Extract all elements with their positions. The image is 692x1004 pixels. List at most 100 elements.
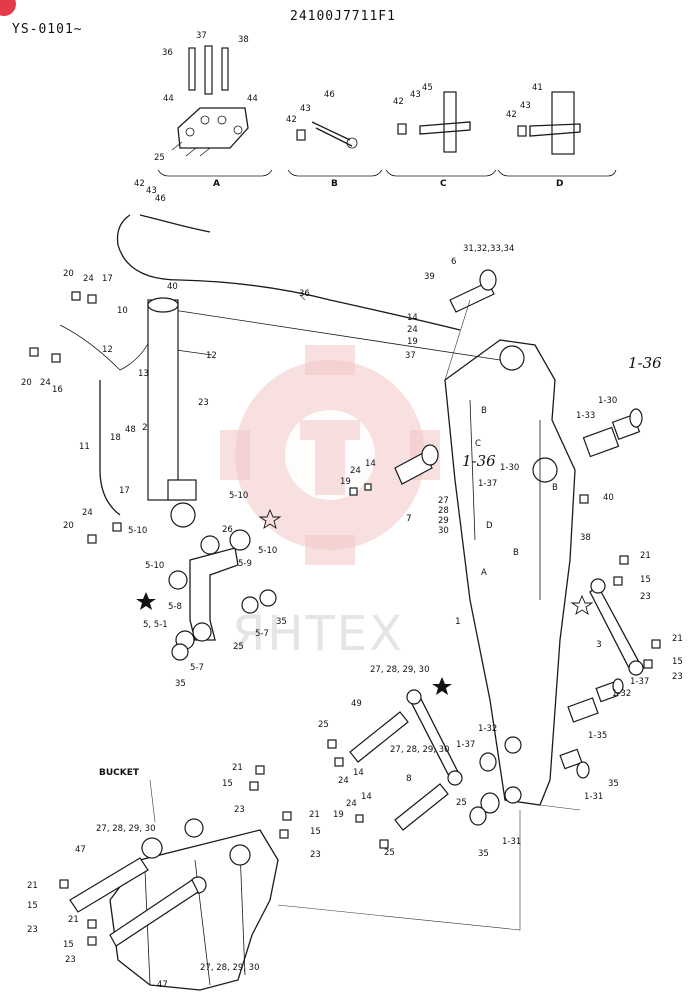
label: 35 bbox=[478, 849, 489, 859]
label: 12 bbox=[102, 345, 113, 355]
label: 21 bbox=[309, 810, 320, 820]
label: 5-9 bbox=[238, 559, 252, 569]
label: 20 bbox=[21, 378, 32, 388]
detail-section-b bbox=[287, 121, 383, 177]
label: 21 bbox=[27, 881, 38, 891]
label: 20 bbox=[63, 521, 74, 531]
label: 15 bbox=[27, 901, 38, 911]
section-c-label: C bbox=[440, 179, 447, 189]
label: 31,32,33,34 bbox=[463, 244, 514, 254]
label: 43 bbox=[520, 101, 531, 111]
section-d-label: D bbox=[556, 179, 563, 189]
bucket bbox=[69, 818, 279, 991]
label: 15 bbox=[222, 779, 233, 789]
label: 2 bbox=[142, 423, 148, 433]
label: 21 bbox=[640, 551, 651, 561]
label: 49 bbox=[351, 699, 362, 709]
label: 25 bbox=[233, 642, 244, 652]
label: 27, 28, 29, 30 bbox=[200, 963, 259, 973]
label: 28 bbox=[438, 506, 449, 516]
label: 24 bbox=[83, 274, 94, 284]
link-49-pin bbox=[349, 689, 463, 786]
label: 24 bbox=[350, 466, 361, 476]
leader-lines bbox=[149, 294, 581, 931]
label: 1-31 bbox=[584, 792, 603, 802]
label: 17 bbox=[102, 274, 113, 284]
label: 1-32 bbox=[478, 724, 497, 734]
label: 37 bbox=[196, 31, 207, 41]
label: 11 bbox=[79, 442, 90, 452]
label: 18 bbox=[110, 433, 121, 443]
corner-badge bbox=[0, 0, 16, 16]
label: 24 bbox=[338, 776, 349, 786]
label: 1-31 bbox=[502, 837, 521, 847]
label: 24 bbox=[346, 799, 357, 809]
fasteners bbox=[29, 291, 661, 946]
hydraulic-hoses bbox=[59, 214, 501, 516]
label: 15 bbox=[640, 575, 651, 585]
label: 24 bbox=[407, 325, 418, 335]
label: 27, 28, 29, 30 bbox=[370, 665, 429, 675]
label: 38 bbox=[238, 35, 249, 45]
label: 37 bbox=[405, 351, 416, 361]
label: 3 bbox=[596, 640, 602, 650]
label: 29 bbox=[438, 516, 449, 526]
label: 5-10 bbox=[258, 546, 277, 556]
label: 40 bbox=[167, 282, 178, 292]
detail-section-a bbox=[157, 45, 273, 177]
label: 47 bbox=[75, 845, 86, 855]
label: 36 bbox=[162, 48, 173, 58]
label: 25 bbox=[318, 720, 329, 730]
label: 46 bbox=[324, 90, 335, 100]
label: A bbox=[481, 568, 487, 578]
handwritten-note: 1-36 bbox=[462, 452, 496, 470]
label: 20 bbox=[63, 269, 74, 279]
link-5 bbox=[168, 529, 277, 661]
label: 48 bbox=[125, 425, 136, 435]
label: 24 bbox=[82, 508, 93, 518]
label: 43 bbox=[300, 104, 311, 114]
pin-6 bbox=[449, 269, 497, 313]
pin-7 bbox=[394, 444, 439, 485]
link-3 bbox=[589, 578, 644, 676]
label: 1-32 bbox=[612, 689, 631, 699]
detail-section-d bbox=[497, 91, 617, 177]
watermark-gear-logo bbox=[220, 345, 440, 565]
label: 27, 28, 29, 30 bbox=[390, 745, 449, 755]
label: 26 bbox=[222, 525, 233, 535]
label: 1 bbox=[455, 617, 461, 627]
label: 30 bbox=[438, 526, 449, 536]
label: 35 bbox=[276, 617, 287, 627]
label: 23 bbox=[310, 850, 321, 860]
label: 14 bbox=[361, 792, 372, 802]
label: 46 bbox=[155, 194, 166, 204]
label: 42 bbox=[134, 179, 145, 189]
main-arm bbox=[444, 339, 576, 806]
label: 14 bbox=[407, 313, 418, 323]
label: 23 bbox=[27, 925, 38, 935]
label: 5-7 bbox=[190, 663, 204, 673]
part-labels: 36 37 38 44 44 25 42 43 46 42 43 45 42 4… bbox=[21, 31, 683, 990]
label: 5-10 bbox=[229, 491, 248, 501]
label: 16 bbox=[52, 385, 63, 395]
label: 8 bbox=[406, 774, 412, 784]
label: 5-7 bbox=[255, 629, 269, 639]
label: 6 bbox=[451, 257, 456, 267]
label: 38 bbox=[580, 533, 591, 543]
label: 27 bbox=[438, 496, 449, 506]
label: 25 bbox=[154, 153, 165, 163]
label: 15 bbox=[310, 827, 321, 837]
label: 47 bbox=[157, 980, 168, 990]
label: 5, 5-1 bbox=[143, 620, 168, 630]
label: 1-37 bbox=[478, 479, 497, 489]
label: 1-30 bbox=[500, 463, 519, 473]
label: 1-37 bbox=[630, 677, 649, 687]
handwritten-note: 1-36 bbox=[628, 354, 662, 372]
label: 1-35 bbox=[588, 731, 607, 741]
label: 43 bbox=[410, 90, 421, 100]
label: 42 bbox=[393, 97, 404, 107]
label: 45 bbox=[422, 83, 433, 93]
label: 15 bbox=[672, 657, 683, 667]
label: 12 bbox=[206, 351, 217, 361]
label: 21 bbox=[672, 634, 683, 644]
